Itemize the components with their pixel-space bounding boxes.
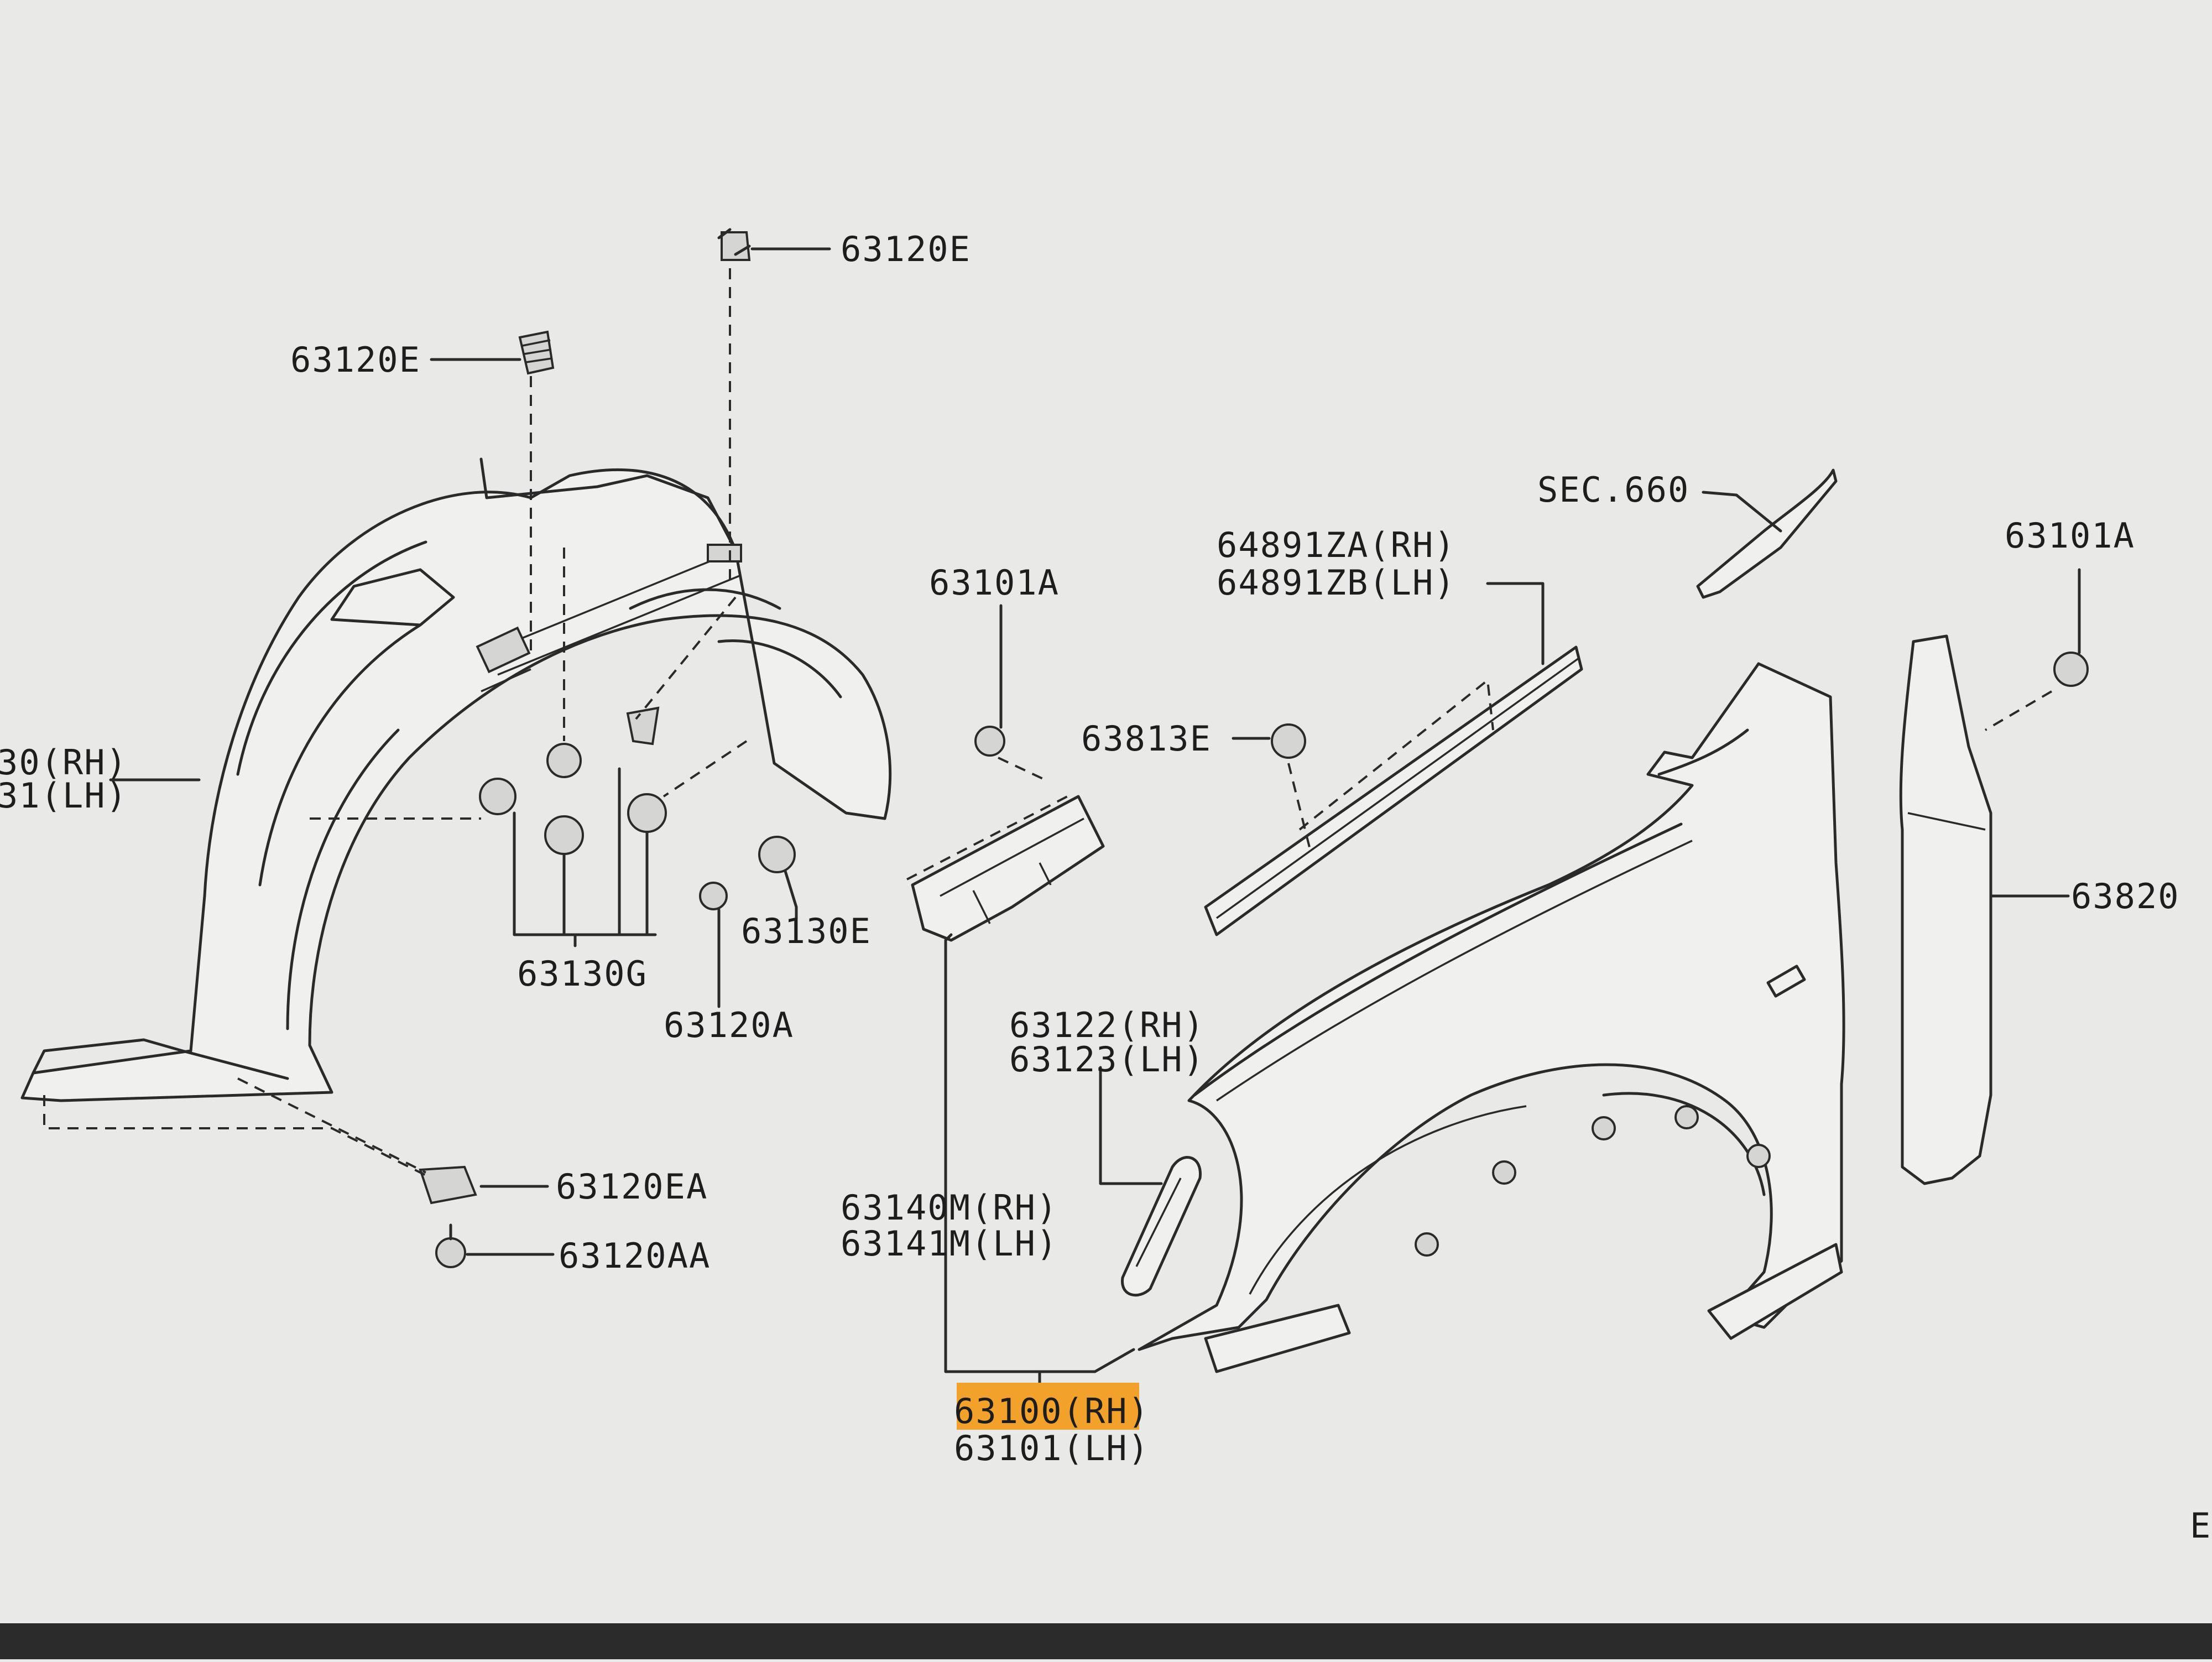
- sec660-part: [1696, 468, 1838, 599]
- label-63101A-right: 63101A: [2005, 515, 2135, 556]
- label-63141M: 63141M(LH): [841, 1223, 1058, 1264]
- label-63140M: 63140M(RH): [841, 1187, 1058, 1228]
- front-fender: [1138, 662, 1845, 1373]
- label-64891ZB: 64891ZB(LH): [1217, 562, 1456, 603]
- label-63101: 63101(LH): [954, 1428, 1150, 1468]
- leader-63100: [1038, 1348, 1135, 1390]
- fender-bracket-63140M: [906, 604, 1105, 1373]
- label-63120E-left: 63120E: [290, 340, 421, 380]
- clip-63130G-a: [546, 743, 582, 778]
- bolt-63120AA: [435, 1237, 466, 1268]
- label-63120E-top: 63120E: [841, 229, 971, 269]
- fender-bottom-bracket: [1204, 1304, 1351, 1373]
- moulding-64891Z: [1204, 582, 1583, 936]
- label-63100: 63100(RH): [954, 1391, 1150, 1431]
- label-63130E: 63130E: [741, 911, 872, 951]
- bolt-63101A-right: [2053, 652, 2089, 687]
- label-E: E: [2190, 1505, 2211, 1546]
- seal-63820: [1899, 568, 2089, 1185]
- nut-63120EA: [419, 1165, 477, 1205]
- label-63120EA: 63120EA: [556, 1166, 708, 1207]
- label-63130G: 63130G: [517, 954, 648, 994]
- clip-63130G-b: [544, 815, 584, 855]
- clip-63813E: [1271, 723, 1306, 759]
- label-63120A: 63120A: [664, 1005, 794, 1045]
- clip-63130G-c: [627, 793, 667, 833]
- clip-63130G-d: [479, 778, 517, 815]
- label-30RH: 30(RH): [0, 742, 128, 783]
- clip-63130E: [758, 836, 796, 873]
- clip-63120E-top: [721, 231, 751, 261]
- label-63820: 63820: [2071, 876, 2180, 916]
- liner-leaders: [109, 247, 831, 1256]
- screw-63120A: [699, 882, 728, 910]
- side-marker-63122: [1099, 1066, 1202, 1297]
- highlight-63100: [957, 1383, 1139, 1430]
- label-64891ZA: 64891ZA(RH): [1217, 525, 1456, 565]
- screen-bottom-bezel: [0, 1623, 2212, 1659]
- label-63120AA: 63120AA: [559, 1236, 711, 1276]
- label-63123: 63123(LH): [1009, 1039, 1205, 1080]
- label-63813E: 63813E: [1081, 718, 1212, 759]
- label-31LH: 31(LH): [0, 775, 128, 816]
- bolt-63101A-mid: [974, 726, 1005, 757]
- part-labels: 63120E 63120E 30(RH) 31(LH) 63130G 63120…: [0, 229, 2211, 1546]
- fender-liner: [20, 457, 892, 1102]
- label-SEC660: SEC.660: [1537, 470, 1689, 510]
- liner-fasteners: [419, 228, 796, 1268]
- label-63101A-mid: 63101A: [929, 562, 1060, 603]
- clip-63130G-e: [626, 706, 660, 746]
- label-63122: 63122(RH): [1009, 1005, 1205, 1045]
- liner-dash-lines: [43, 268, 748, 1176]
